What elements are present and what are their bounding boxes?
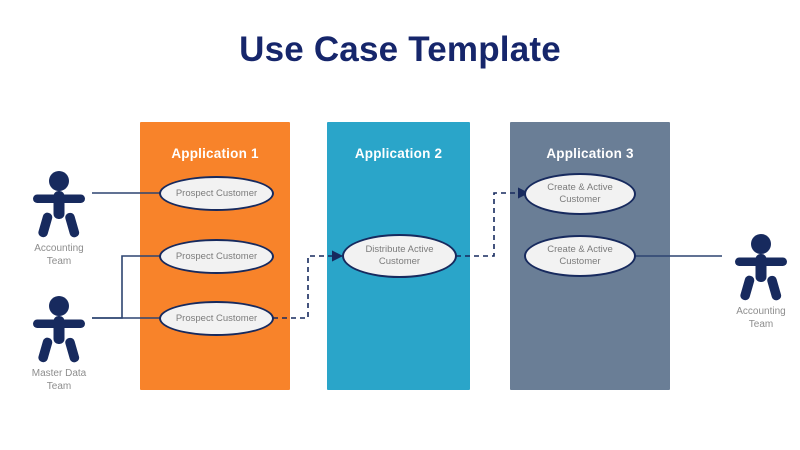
lane-title-application-3: Application 3 (546, 146, 634, 161)
connector-masterdata-trunk (92, 255, 166, 319)
use-case-prospect-customer-3[interactable]: Prospect Customer (159, 301, 274, 336)
actor-icon (11, 295, 107, 363)
actor-icon (713, 233, 800, 301)
use-case-prospect-customer-1[interactable]: Prospect Customer (159, 176, 274, 211)
connector-distribute-to-create-1 (456, 187, 530, 257)
lane-title-application-2: Application 2 (354, 146, 443, 161)
actor-icon (11, 170, 107, 238)
connector-prospect-3-to-distribute (273, 250, 344, 319)
use-case-prospect-customer-2[interactable]: Prospect Customer (159, 239, 274, 274)
lane-title-application-1: Application 1 (171, 146, 259, 161)
page-title: Use Case Template (239, 30, 561, 69)
